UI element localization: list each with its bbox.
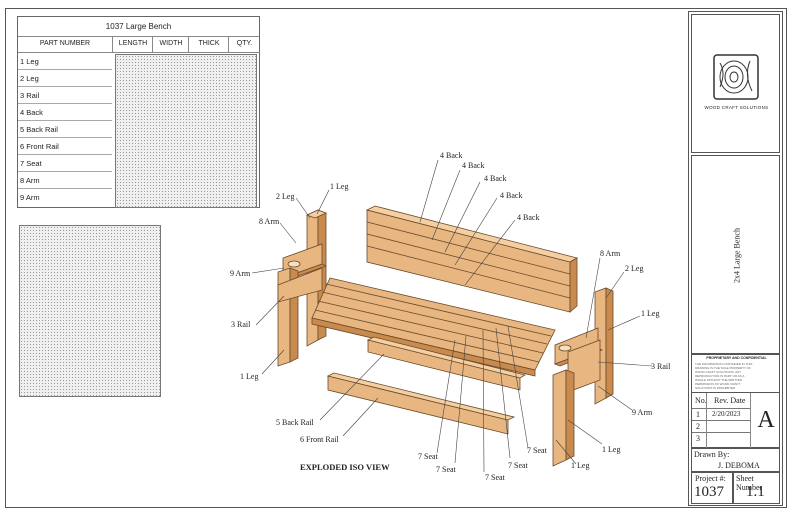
rev-1-date: 2/20/2023 xyxy=(712,410,741,418)
callout-back-1: 4 Back xyxy=(440,151,462,160)
sheet-number: 1.1 xyxy=(746,484,765,500)
callout-leg1-top: 1 Leg xyxy=(330,182,348,191)
exploded-iso-drawing: 1 Leg 2 Leg 8 Arm 9 Arm 3 Rail 1 Leg 4 B… xyxy=(230,151,671,482)
table-row: 7 Seat xyxy=(18,155,112,172)
wood-logo-icon xyxy=(713,54,759,100)
callout-front-rail: 6 Front Rail xyxy=(300,435,339,444)
drawing-title: 2x4 Large Bench xyxy=(732,228,742,283)
callout-back-3: 4 Back xyxy=(484,174,506,183)
callout-leg2-left: 2 Leg xyxy=(276,192,294,201)
header-thick: THICK xyxy=(188,36,229,53)
proprietary-text: THE INFORMATION CONTAINED IN THIS DRAWIN… xyxy=(695,362,753,390)
drawing-border xyxy=(5,8,787,508)
callout-rail3-right: 3 Rail xyxy=(651,362,671,371)
left-rail xyxy=(277,267,323,303)
table-row: 5 Back Rail xyxy=(18,121,112,138)
revision-letter: A xyxy=(757,407,775,433)
project-label: Project #: xyxy=(695,474,726,483)
revision-panel: No. Rev. Date 1 2/20/2023 2 3 A xyxy=(691,392,780,448)
callout-leg1-right-low: 1 Leg xyxy=(602,445,620,454)
callout-arm9-left: 9 Arm xyxy=(230,269,251,278)
callout-seat-e: 7 Seat xyxy=(527,446,548,455)
rev-3-no: 3 xyxy=(696,434,700,443)
proprietary-panel: PROPRIETARY AND CONFIDENTIAL THE INFORMA… xyxy=(691,354,780,420)
proprietary-title: PROPRIETARY AND CONFIDENTIAL xyxy=(706,356,767,360)
drawn-by-name: J. DEBOMA xyxy=(718,461,760,470)
callout-leg1-right-bottom: 1 Leg xyxy=(571,461,589,470)
callout-back-2: 4 Back xyxy=(462,161,484,170)
header-part-number: PART NUMBER xyxy=(18,36,112,53)
header-width: WIDTH xyxy=(152,36,189,53)
callout-leg2-right: 2 Leg xyxy=(625,264,643,273)
drawn-by-label: Drawn By: xyxy=(694,450,730,459)
callout-rail3-left: 3 Rail xyxy=(231,320,251,329)
callout-arm9-right: 9 Arm xyxy=(632,408,653,417)
rev-date-header: Rev. Date xyxy=(714,396,746,405)
callout-seat-b: 7 Seat xyxy=(436,465,457,474)
callout-arm8-right: 8 Arm xyxy=(600,249,621,258)
callout-arm8-left: 8 Arm xyxy=(259,217,280,226)
header-qty: QTY. xyxy=(228,36,260,53)
table-row: 4 Back xyxy=(18,104,112,121)
table-row: 6 Front Rail xyxy=(18,138,112,155)
callout-seat-c: 7 Seat xyxy=(485,473,506,482)
table-row: 3 Rail xyxy=(18,87,112,104)
table-row: 8 Arm xyxy=(18,172,112,189)
callout-seat-a: 7 Seat xyxy=(418,452,439,461)
callout-back-rail: 5 Back Rail xyxy=(276,418,315,427)
title-block: WOOD CRAFT SOLUTIONS 2x4 Large Bench PRO… xyxy=(688,11,783,506)
table-values-fill xyxy=(115,54,257,208)
table-row: 9 Arm xyxy=(20,193,40,202)
rev-1-no: 1 xyxy=(696,410,700,419)
front-rail-board xyxy=(327,375,509,435)
sheet-label: Sheet Number xyxy=(736,474,763,492)
blank-panel xyxy=(19,225,161,397)
header-length: LENGTH xyxy=(112,36,153,53)
parts-table: 1037 Large Bench PART NUMBER LENGTH WIDT… xyxy=(17,16,260,208)
title-panel: 2x4 Large Bench xyxy=(691,155,780,354)
drawn-by-panel: Drawn By: J. DEBOMA xyxy=(691,448,780,472)
callout-leg1-bottom: 1 Leg xyxy=(240,372,258,381)
right-front-leg xyxy=(552,369,567,467)
callout-back-5: 4 Back xyxy=(517,213,539,222)
company-name: WOOD CRAFT SOLUTIONS xyxy=(704,105,769,110)
callout-seat-d: 7 Seat xyxy=(508,461,529,470)
parts-table-title: 1037 Large Bench xyxy=(18,17,259,37)
rev-no-header: No. xyxy=(695,396,707,405)
table-row: 1 Leg xyxy=(18,53,112,70)
view-title: EXPLODED ISO VIEW xyxy=(300,462,390,472)
sheet-panel: Sheet Number 1.1 xyxy=(733,472,780,504)
rev-2-no: 2 xyxy=(696,422,700,431)
table-row: 2 Leg xyxy=(18,70,112,87)
callout-leg1-right: 1 Leg xyxy=(641,309,659,318)
project-panel: Project #: 1037 xyxy=(691,472,733,504)
logo-panel: WOOD CRAFT SOLUTIONS xyxy=(691,14,780,153)
callout-back-4: 4 Back xyxy=(500,191,522,200)
project-number: 1037 xyxy=(694,484,724,500)
